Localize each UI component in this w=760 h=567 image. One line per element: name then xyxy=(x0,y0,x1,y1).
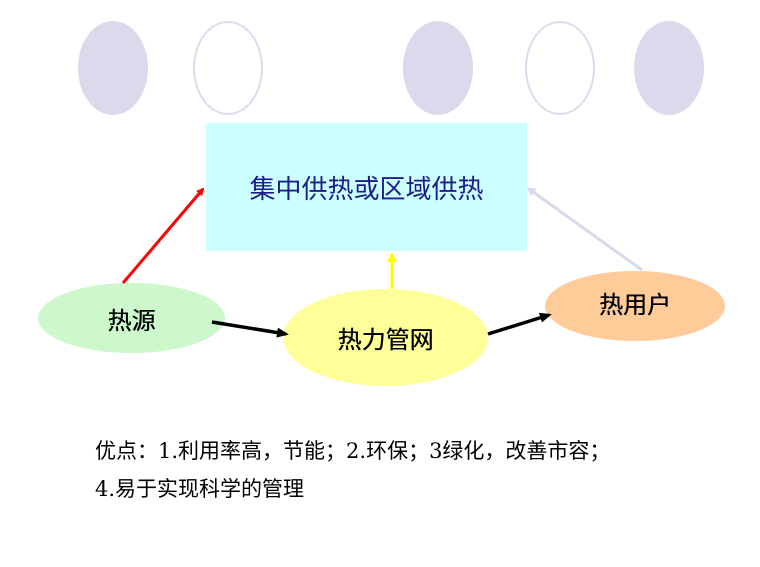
arrow-source-to-central xyxy=(121,187,205,284)
arrow-network-to-user xyxy=(487,312,552,336)
central-heating-title: 集中供热或区域供热 xyxy=(249,174,484,205)
advantages-line-2: 4.易于实现科学的管理 xyxy=(95,477,305,501)
decorative-circle-5 xyxy=(634,21,704,115)
heat-source-node: 热源 xyxy=(38,283,225,353)
central-heating-box: 集中供热或区域供热 xyxy=(206,123,527,251)
heat-user-label: 热用户 xyxy=(599,290,671,319)
heat-network-label: 热力管网 xyxy=(337,326,434,354)
arrow-user-to-central xyxy=(526,187,643,272)
decorative-circle-2 xyxy=(193,21,263,115)
heat-user-node: 热用户 xyxy=(545,271,725,341)
decorative-circle-4 xyxy=(525,21,595,115)
decorative-circle-1 xyxy=(78,21,148,115)
heat-source-label: 热源 xyxy=(107,306,156,335)
heat-network-node: 热力管网 xyxy=(283,289,488,386)
advantages-text: 优点：1.利用率高，节能；2.环保；3绿化，改善市容； 4.易于实现科学的管理 xyxy=(95,432,610,508)
advantages-line-1: 优点：1.利用率高，节能；2.环保；3绿化，改善市容； xyxy=(95,439,611,463)
decorative-circle-3 xyxy=(403,21,473,115)
